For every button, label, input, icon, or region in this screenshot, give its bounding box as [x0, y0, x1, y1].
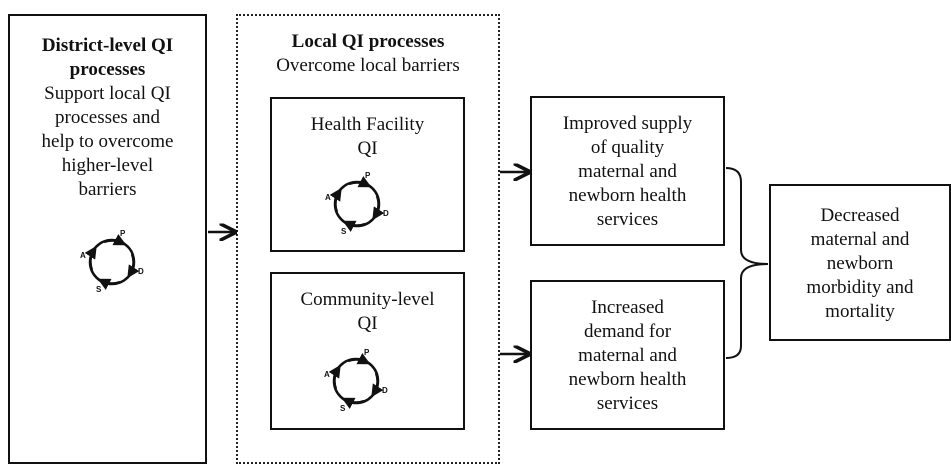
svg-text:S: S — [341, 227, 347, 236]
increased-demand-box: Increased demand for maternal and newbor… — [530, 280, 725, 430]
community-qi-box: Community-level QI — [270, 272, 465, 430]
outcome-brace — [725, 167, 769, 359]
health-facility-qi-label: Health Facility QI — [310, 114, 425, 159]
svg-text:P: P — [120, 229, 126, 238]
district-qi-box: District-level QI processes Support loca… — [8, 14, 207, 464]
svg-text:D: D — [383, 209, 389, 218]
health-facility-qi-box: Health Facility QI — [270, 97, 465, 252]
svg-text:D: D — [382, 386, 388, 395]
svg-text:A: A — [324, 370, 330, 379]
svg-text:A: A — [80, 251, 86, 260]
svg-text:A: A — [325, 193, 331, 202]
increased-demand-label: Increased demand for maternal and newbor… — [568, 297, 687, 414]
decreased-morbidity-box: Decreased maternal and newborn morbidity… — [769, 184, 951, 341]
community-qi-label: Community-level QI — [300, 289, 435, 334]
svg-text:S: S — [96, 285, 102, 294]
improved-supply-box: Improved supply of quality maternal and … — [530, 96, 725, 246]
svg-text:D: D — [138, 267, 144, 276]
pdsa-cycle-icon: P D S A — [324, 348, 388, 413]
improved-supply-label: Improved supply of quality maternal and … — [562, 113, 693, 230]
diagram-connectors: P D S A P D S A P D S A — [80, 0, 769, 413]
svg-text:S: S — [340, 404, 346, 413]
district-qi-description: Support local QI processes and help to o… — [41, 83, 174, 200]
district-qi-title: District-level QI processes — [41, 35, 174, 80]
svg-text:P: P — [364, 348, 370, 357]
svg-text:P: P — [365, 171, 371, 180]
decreased-morbidity-label: Decreased maternal and newborn morbidity… — [806, 205, 914, 322]
pdsa-cycle-icon: P D S A — [325, 171, 389, 236]
local-qi-title: Local QI processes — [291, 31, 445, 52]
local-qi-subtitle: Overcome local barriers — [276, 55, 460, 76]
pdsa-cycle-icon: P D S A — [80, 229, 144, 294]
